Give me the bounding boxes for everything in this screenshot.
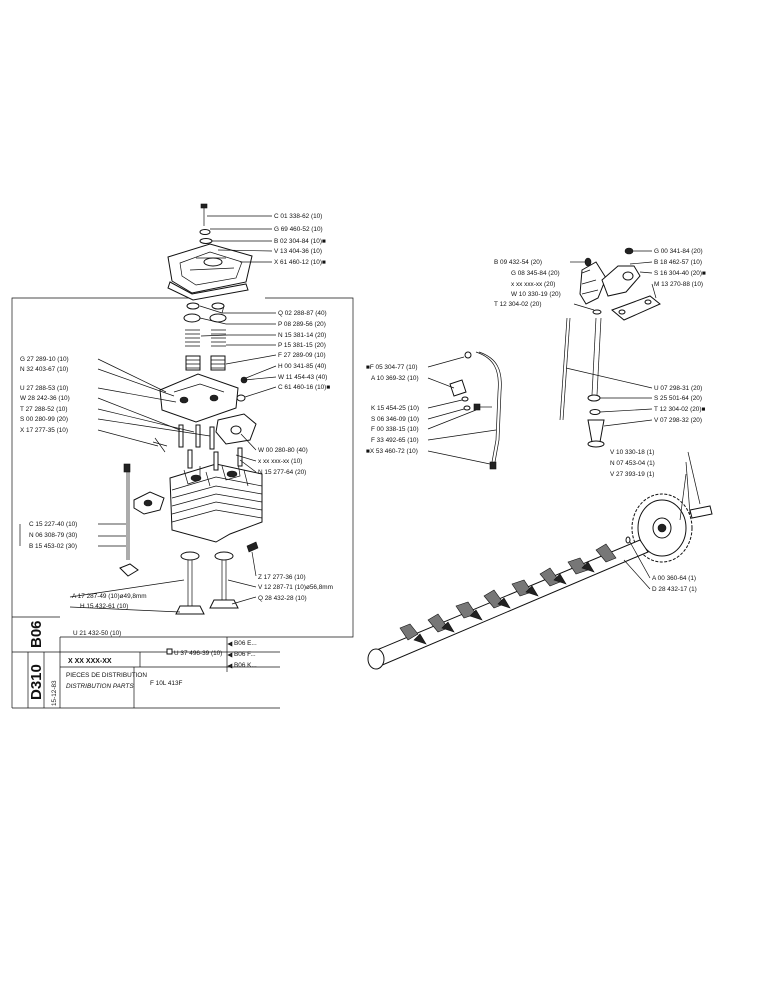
rocker-left-label: B 09 432-54 (20) [494, 259, 542, 266]
camshaft-gear [631, 493, 713, 563]
rocker-right-label: M 13 270-88 (10) [654, 281, 703, 288]
oil-label: S 06 346-09 (10) [371, 416, 419, 423]
valve-left-label: H 15 432-61 (10) [80, 603, 128, 610]
bolt-label: C 15 227-40 (10) [29, 521, 77, 528]
head-right-label: x xx xxx-xx (10) [258, 458, 302, 465]
title-fr: PIECES DE DISTRIBUTION [66, 672, 147, 679]
pushrod-label: S 25 501-64 (20) [654, 395, 702, 402]
pushrod-label: T 12 304-02 (20)■ [654, 406, 705, 413]
valve-right-label: Z 17 277-36 (10) [258, 574, 306, 581]
bolt-label: B 15 453-02 (30) [29, 543, 77, 550]
rocker-left-label: G 08 345-84 (20) [511, 270, 560, 277]
cover-leaders [207, 215, 273, 263]
head-right-label: W 00 280-80 (40) [258, 447, 308, 454]
rocker-left-label: W 10 330-19 (20) [511, 291, 561, 298]
oil-label: K 15 454-25 (10) [371, 405, 419, 412]
bolt-leaders [19, 523, 126, 547]
rocker-left-label: T 12 304-02 (20) [494, 301, 542, 308]
valve-leaders [199, 305, 277, 398]
valve-right-label: Q 28 432-28 (10) [258, 595, 307, 602]
camshaft-leaders [623, 541, 651, 590]
oil-label: F 33 492-65 (10) [371, 437, 419, 444]
rocker-right-label: S 16 304-40 (20)■ [654, 270, 706, 277]
camshaft [367, 536, 649, 670]
valve-right-label: V 12 287-71 (10)ø56,8mm [258, 584, 333, 591]
section-code: D310 [28, 664, 45, 700]
cover-label: V 13 404-36 (10) [274, 248, 322, 255]
oil-line [449, 351, 502, 470]
pushrod-label: V 07 298-32 (20) [654, 417, 702, 424]
camshaft-label: D 28 432-17 (1) [652, 586, 697, 593]
bolt-label: N 06 308-79 (30) [29, 532, 77, 539]
valve-label: N 15 381-14 (20) [278, 332, 326, 339]
ref-placeholder: X XX XXX-XX [68, 658, 112, 665]
sheet-date: 15-12-83 [51, 680, 58, 706]
head-left-label: W 28 242-36 (10) [20, 395, 70, 402]
cover-assembly [167, 203, 253, 301]
rocker-right-label: B 18 462-57 (10) [654, 259, 702, 266]
cover-label: C 01 338-62 (10) [274, 213, 322, 220]
cover-label: G 69 460-52 (10) [274, 226, 323, 233]
rocker-bracket [152, 373, 257, 453]
head-left-label: U 27 288-53 (10) [20, 385, 68, 392]
rocker-leaders [570, 250, 657, 311]
valve-label: P 08 289-56 (20) [278, 321, 326, 328]
group-code: B06 [28, 620, 45, 648]
valve-label: H 00 341-85 (40) [278, 363, 326, 370]
rocker-left-label: x xx xxx-xx (20) [511, 281, 555, 288]
title-en: DISTRIBUTION PARTS [66, 683, 134, 690]
gear-label: V 10 330-18 (1) [610, 449, 654, 456]
pushrod-label: U 07 298-31 (20) [654, 385, 702, 392]
valve-label: W 11 454-43 (40) [278, 374, 327, 381]
crossref-arrow-icon [227, 641, 233, 669]
valve-label: F 27 289-09 (10) [278, 352, 326, 359]
oil-leaders [427, 356, 497, 465]
head-left-label: S 00 280-99 (20) [20, 416, 68, 423]
rocker-arm [579, 247, 661, 321]
valve-label: Q 02 288-87 (40) [278, 310, 327, 317]
cylinder-head [169, 447, 263, 543]
gear-leaders [679, 451, 701, 521]
cover-label: X 61 460-12 (10)■ [274, 259, 326, 266]
head-left-label: T 27 288-52 (10) [20, 406, 68, 413]
crossref-e: B06 E... [234, 640, 257, 647]
head-right-label: N 15 277-64 (20) [258, 469, 306, 476]
valve-springs [183, 302, 248, 402]
oil-label: ■F 05 304-77 (10) [366, 364, 417, 371]
head-left-label: G 27 289-10 (10) [20, 356, 69, 363]
gear-label: V 27 393-19 (1) [610, 471, 654, 478]
oil-label: ■X 53 460-72 (10) [366, 448, 418, 455]
crossref-f: B06 F... [234, 651, 256, 658]
valves [175, 541, 259, 615]
crossref-k: B06 K... [234, 662, 257, 669]
engine-model: F 10L 413F [150, 680, 183, 687]
kit-ref2-box-icon [166, 648, 173, 655]
gear-label: N 07 453-04 (1) [610, 460, 655, 467]
cover-label: B 02 304-84 (10)■ [274, 238, 326, 245]
oil-label: F 00 338-15 (10) [371, 426, 419, 433]
pushrod-leaders [565, 367, 653, 427]
head-left-label: X 17 277-35 (10) [20, 427, 68, 434]
rocker-right-label: G 00 341-84 (20) [654, 248, 703, 255]
pushrods [559, 317, 605, 448]
oil-label: A 10 369-32 (10) [371, 375, 419, 382]
valve-left-label: A 17 287-49 (10)ø49,8mm [72, 593, 147, 600]
valve-label: C 61 460-16 (10)■ [278, 384, 330, 391]
head-left-label: N 32 403-67 (10) [20, 366, 68, 373]
valve-label: P 15 381-15 (20) [278, 342, 326, 349]
head-leaders [97, 358, 257, 473]
kit-ref: U 21 432-50 (10) [73, 630, 121, 637]
head-bolt [119, 463, 165, 577]
kit-ref2: U 37 496-39 (10) [174, 650, 222, 657]
valve-leaders-lower [69, 551, 257, 613]
camshaft-label: A 00 360-64 (1) [652, 575, 696, 582]
